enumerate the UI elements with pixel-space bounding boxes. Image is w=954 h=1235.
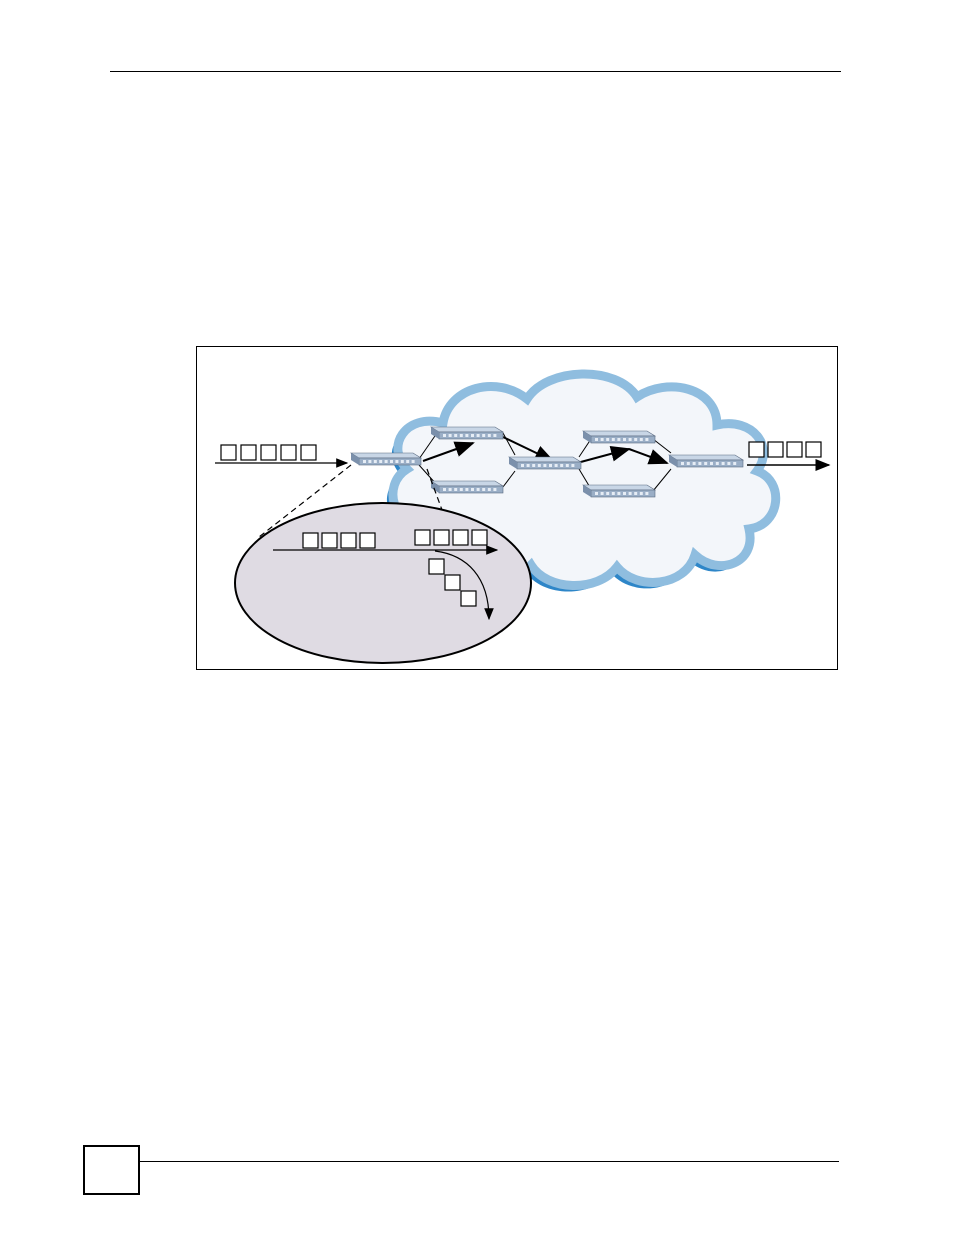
switch-icon bbox=[431, 427, 503, 439]
page-number-box bbox=[83, 1145, 140, 1195]
switch-icon bbox=[351, 453, 421, 465]
packet-icon bbox=[241, 445, 256, 460]
packet-icon bbox=[429, 559, 444, 574]
switch-icon bbox=[583, 431, 655, 443]
packet-icon bbox=[301, 445, 316, 460]
packet-icon bbox=[453, 530, 468, 545]
switch-icon bbox=[669, 455, 743, 467]
switch-icon bbox=[509, 457, 581, 469]
packet-icon bbox=[281, 445, 296, 460]
incoming-flow bbox=[215, 445, 347, 463]
packet-icon bbox=[261, 445, 276, 460]
switch-icon bbox=[431, 481, 503, 493]
congestion-callout bbox=[235, 503, 531, 663]
network-congestion-diagram bbox=[197, 347, 837, 669]
packet-icon bbox=[341, 533, 356, 548]
packet-icon bbox=[221, 445, 236, 460]
packet-icon bbox=[806, 442, 821, 457]
packet-icon bbox=[768, 442, 783, 457]
header-rule bbox=[110, 71, 841, 72]
packet-icon bbox=[445, 575, 460, 590]
packet-icon bbox=[461, 591, 476, 606]
packet-icon bbox=[415, 530, 430, 545]
footer-rule bbox=[140, 1161, 839, 1162]
packet-icon bbox=[360, 533, 375, 548]
packet-icon bbox=[787, 442, 802, 457]
packet-icon bbox=[472, 530, 487, 545]
packet-icon bbox=[322, 533, 337, 548]
packet-icon bbox=[434, 530, 449, 545]
packet-icon bbox=[303, 533, 318, 548]
packet-icon bbox=[749, 442, 764, 457]
figure-frame bbox=[196, 346, 838, 670]
switch-icon bbox=[583, 485, 655, 497]
